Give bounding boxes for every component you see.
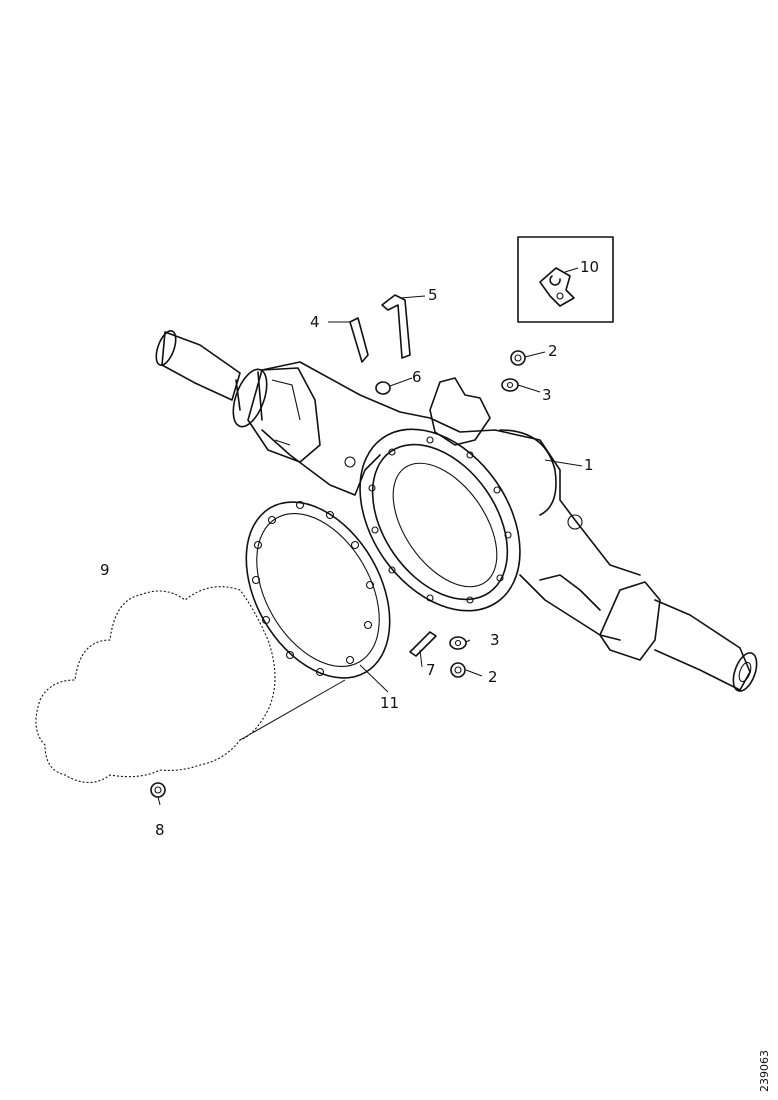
axle-housing-part-1 (247, 361, 661, 661)
callout-3-top: 3 (542, 386, 552, 404)
differential-carrier-part-9 (35, 586, 276, 784)
right-axle-shaft (654, 599, 758, 692)
washer-part-3-bottom (449, 636, 467, 650)
callout-9: 9 (100, 561, 110, 579)
callout-4: 4 (310, 313, 320, 331)
gasket-part-11 (245, 500, 391, 679)
nut-part-2-bottom (450, 662, 466, 678)
stud-part-5 (381, 294, 411, 359)
pin-part-7 (409, 631, 437, 657)
part-10-bracket (539, 267, 575, 307)
washer-part-6 (375, 381, 391, 395)
nut-part-2-top (510, 350, 526, 366)
bolt-part-4 (349, 317, 369, 363)
callout-7: 7 (426, 661, 436, 679)
inset-box-part-10 (517, 236, 614, 323)
callout-5: 5 (428, 286, 438, 304)
callout-11: 11 (380, 694, 399, 712)
nut-part-8 (150, 782, 166, 798)
callout-3-bottom: 3 (490, 631, 500, 649)
callout-2-bottom: 2 (488, 668, 498, 686)
left-axle-shaft (155, 330, 268, 428)
callout-6: 6 (412, 368, 422, 386)
callout-10: 10 (580, 258, 599, 276)
callout-2-top: 2 (548, 342, 558, 360)
washer-part-3-top (501, 378, 519, 392)
reference-number: 239063 (758, 1050, 771, 1092)
callout-1: 1 (584, 456, 594, 474)
callout-8: 8 (155, 821, 165, 839)
leader-lines (157, 267, 583, 806)
